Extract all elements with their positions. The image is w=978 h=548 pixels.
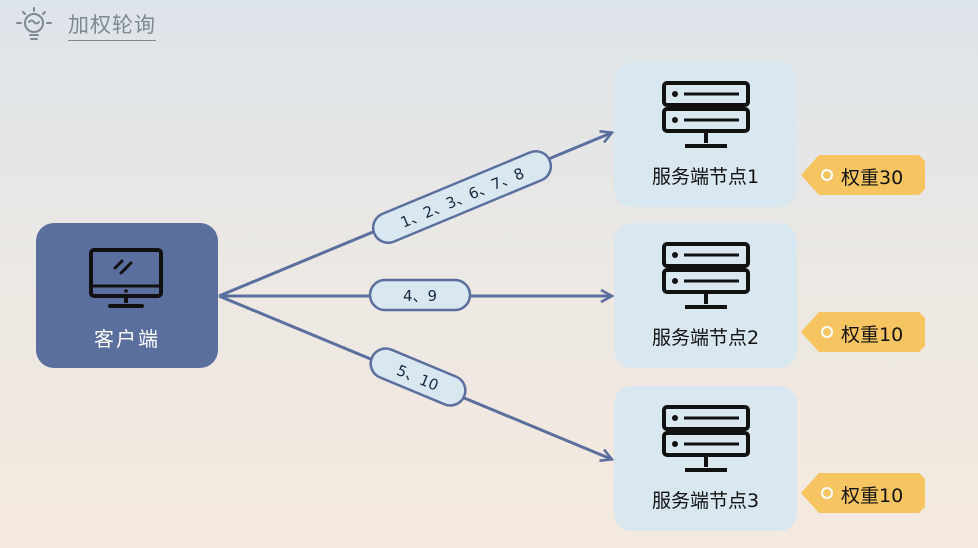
tag-hole-icon bbox=[821, 169, 833, 181]
page-title: 加权轮询 bbox=[68, 9, 156, 41]
edge-3-label: 5、10 bbox=[369, 347, 467, 407]
edge-2-label: 4、9 bbox=[368, 278, 472, 312]
tag-hole-icon bbox=[821, 326, 833, 338]
server-icon bbox=[662, 242, 750, 309]
edge-1-text: 1、2、3、6、7、8 bbox=[398, 164, 527, 231]
server-node-3: 服务端节点3 bbox=[614, 386, 797, 531]
server-icon bbox=[662, 81, 750, 148]
server-node-1: 服务端节点1 bbox=[614, 62, 797, 207]
lightbulb-icon bbox=[16, 7, 52, 40]
page-title-area: 加权轮询 bbox=[14, 6, 156, 44]
weight-tag-2-text: 权重10 bbox=[841, 324, 904, 346]
weight-tag-2: 权重10 bbox=[801, 312, 925, 352]
server-node-1-label: 服务端节点1 bbox=[651, 166, 760, 188]
weight-tag-3: 权重10 bbox=[801, 473, 925, 513]
client-node: 客户端 bbox=[36, 223, 218, 368]
server-icon bbox=[662, 405, 750, 472]
weight-tag-3-text: 权重10 bbox=[841, 485, 904, 507]
edge-2-text: 4、9 bbox=[403, 287, 437, 305]
client-label: 客户端 bbox=[94, 327, 160, 351]
tag-hole-icon bbox=[821, 487, 833, 499]
server-node-2-label: 服务端节点2 bbox=[651, 327, 760, 349]
weight-tag-1-text: 权重30 bbox=[841, 167, 904, 189]
edge-1-label: 1、2、3、6、7、8 bbox=[371, 150, 553, 244]
server-node-3-label: 服务端节点3 bbox=[651, 490, 760, 512]
weight-tag-1: 权重30 bbox=[801, 155, 925, 195]
server-node-2: 服务端节点2 bbox=[614, 223, 797, 368]
monitor-icon bbox=[89, 248, 163, 308]
